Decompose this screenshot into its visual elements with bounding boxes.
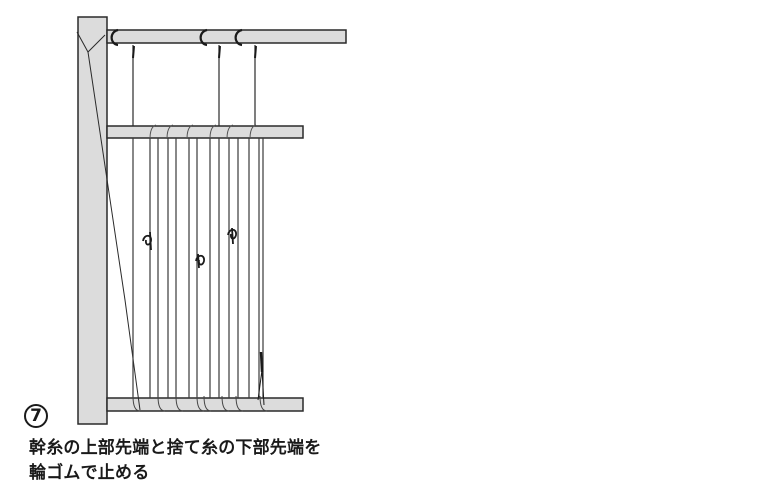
side-weight-line (257, 351, 265, 406)
hanging-lines (132, 45, 256, 126)
caption-line-1: 幹糸の上部先端と捨て糸の下部先端を (29, 438, 322, 458)
step-number-badge: 7 (24, 404, 48, 428)
caption-line-2: 輪ゴムで止める (29, 463, 150, 483)
vertical-post (77, 16, 108, 425)
diagonal-line (76, 31, 141, 411)
middle-bar-wraps (149, 124, 257, 140)
top-bar (106, 29, 347, 44)
vertical-lines (132, 138, 264, 398)
middle-bar (106, 125, 304, 139)
bottom-bar-wraps (132, 395, 268, 412)
step-number: 7 (30, 405, 42, 426)
knots (142, 227, 237, 269)
instruction-caption: 幹糸の上部先端と捨て糸の下部先端を 輪ゴムで止める (29, 436, 321, 486)
top-hooks (110, 28, 243, 47)
